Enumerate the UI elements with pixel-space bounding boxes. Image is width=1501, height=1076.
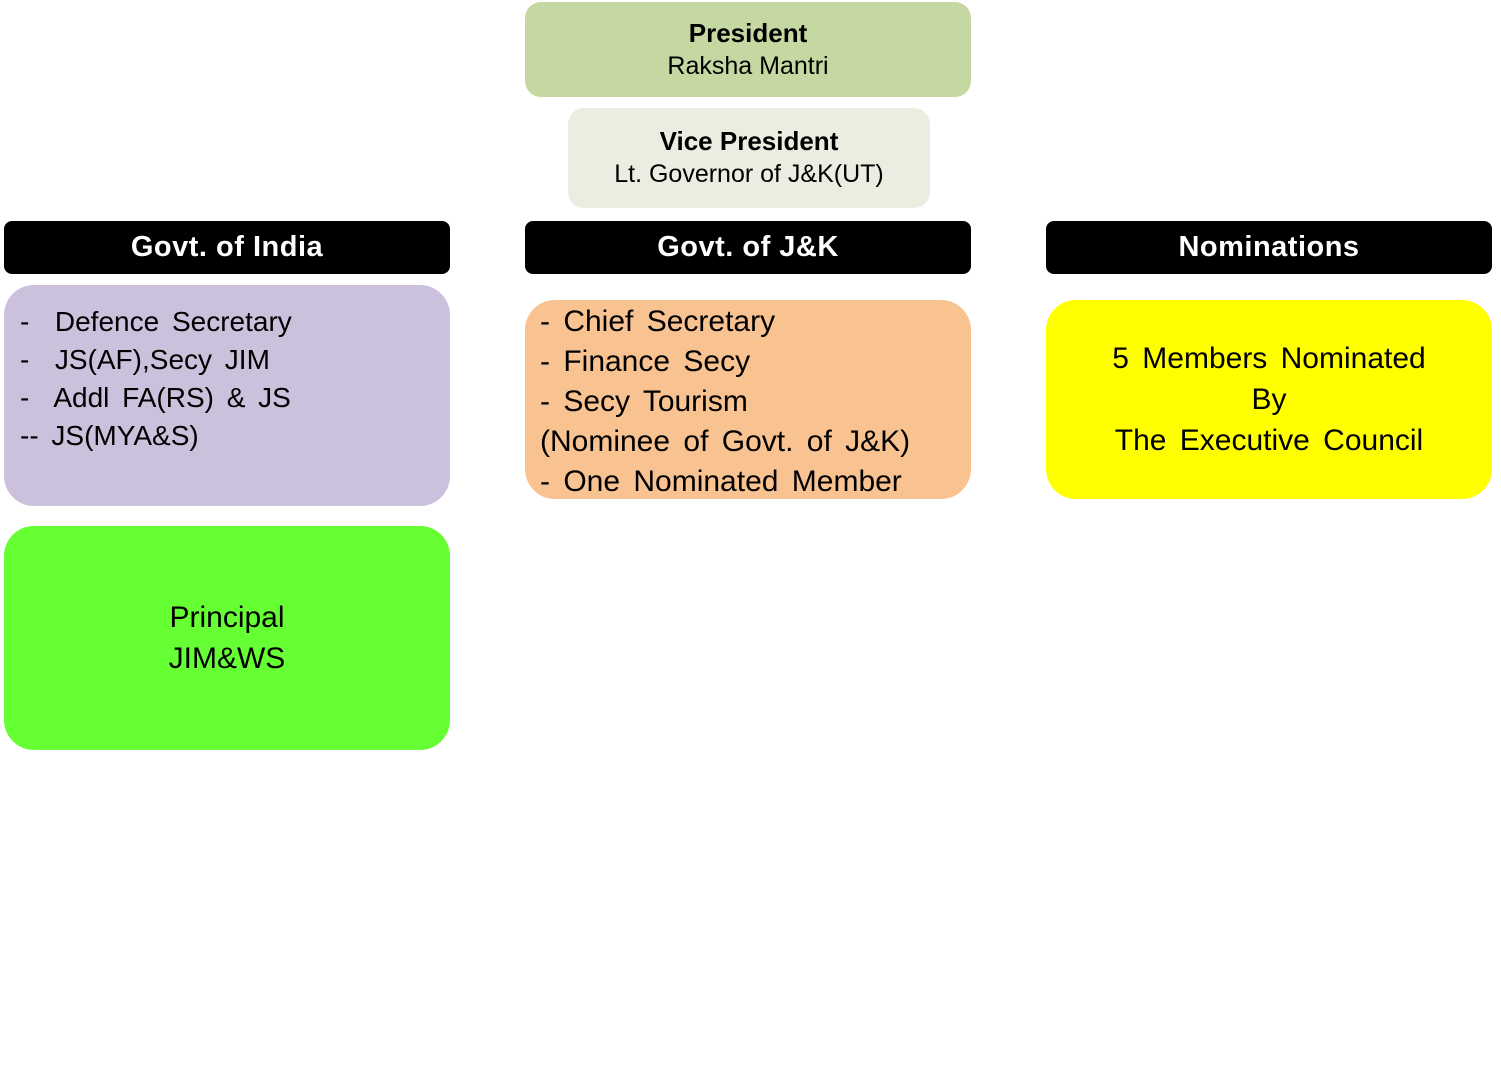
- president-subtitle: Raksha Mantri: [667, 51, 829, 80]
- list-item: - JS(AF),Secy JIM: [20, 344, 270, 375]
- vice-president-title: Vice President: [659, 126, 839, 156]
- vice-president-box: Vice President Lt. Governor of J&K(UT): [568, 108, 930, 208]
- principal-institution: JIM&WS: [168, 642, 286, 675]
- principal-title: Principal: [169, 601, 285, 634]
- header-govt-india: Govt. of India: [4, 221, 450, 274]
- list-item: - Addl FA(RS) & JS: [20, 382, 291, 413]
- list-item: - Finance Secy: [540, 345, 751, 378]
- nominations-line: By: [1251, 383, 1287, 416]
- list-item: - One Nominated Member: [540, 465, 902, 498]
- list-item: -- JS(MYA&S): [20, 420, 199, 451]
- list-item: - Secy Tourism: [540, 385, 748, 418]
- principal-box: Principal JIM&WS: [4, 526, 450, 750]
- president-title: President: [688, 17, 808, 48]
- nominations-line: The Executive Council: [1114, 424, 1424, 457]
- nominations-box: 5 Members Nominated By The Executive Cou…: [1046, 300, 1492, 499]
- nominations-line: 5 Members Nominated: [1112, 342, 1426, 375]
- list-item: - Chief Secretary: [540, 305, 776, 338]
- govt-jk-members-box: - Chief Secretary - Finance Secy - Secy …: [525, 300, 971, 499]
- vice-president-subtitle: Lt. Governor of J&K(UT): [614, 160, 884, 188]
- header-nominations: Nominations: [1046, 221, 1492, 274]
- list-item: - Defence Secretary: [20, 306, 292, 337]
- header-govt-jk: Govt. of J&K: [525, 221, 971, 274]
- govt-india-members-box: - Defence Secretary - JS(AF),Secy JIM - …: [4, 285, 450, 506]
- president-box: President Raksha Mantri: [525, 2, 971, 97]
- list-item: (Nominee of Govt. of J&K): [540, 425, 911, 458]
